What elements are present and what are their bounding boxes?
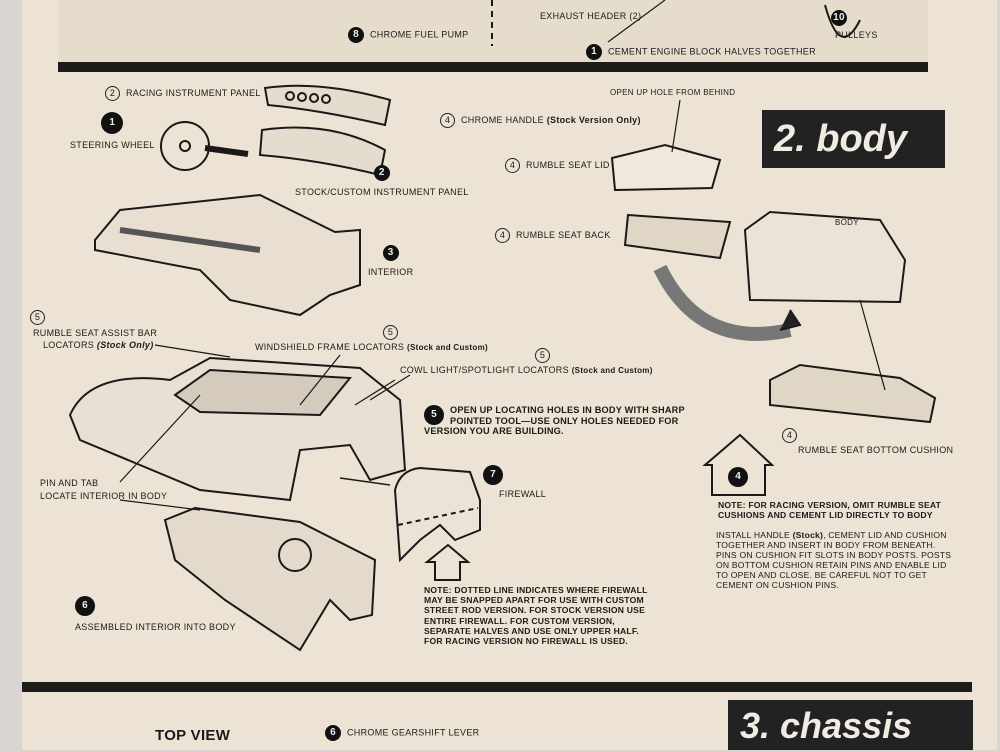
section-title-body: 2. body	[762, 110, 945, 168]
exhaust-header-label: EXHAUST HEADER (2)	[540, 11, 642, 21]
step4-badge: 4	[728, 467, 748, 487]
pulley-drawing	[824, 4, 861, 38]
section-title-chassis: 3. chassis	[728, 700, 973, 750]
assembled-interior-drawing	[163, 506, 377, 652]
firewall-drawing	[393, 466, 481, 563]
section-divider	[58, 62, 928, 72]
seat-lid-drawing	[610, 143, 722, 192]
up-arrow-icon	[424, 543, 471, 581]
install-note: INSTALL HANDLE (Stock), CEMENT LID AND C…	[716, 530, 952, 590]
racing-note: NOTE: FOR RACING VERSION, OMIT RUMBLE SE…	[718, 500, 942, 520]
steering-wheel-drawing	[160, 121, 210, 171]
body-label: BODY	[835, 218, 859, 227]
up-arrow-icon	[702, 433, 775, 496]
seat-back-drawing	[623, 213, 732, 260]
open-hole-label: OPEN UP HOLE FROM BEHIND	[610, 88, 736, 97]
racing-panel-drawing	[263, 84, 392, 127]
firewall-note: NOTE: DOTTED LINE INDICATES WHERE FIREWA…	[424, 585, 648, 647]
section-divider	[22, 682, 972, 692]
upholstery-strip	[653, 264, 792, 341]
top-view-label: TOP VIEW	[155, 727, 231, 744]
body-rear-drawing	[743, 210, 907, 304]
engine-section-strip	[58, 0, 928, 62]
bottom-cushion-drawing	[769, 363, 937, 424]
interior-drawing	[94, 193, 361, 317]
